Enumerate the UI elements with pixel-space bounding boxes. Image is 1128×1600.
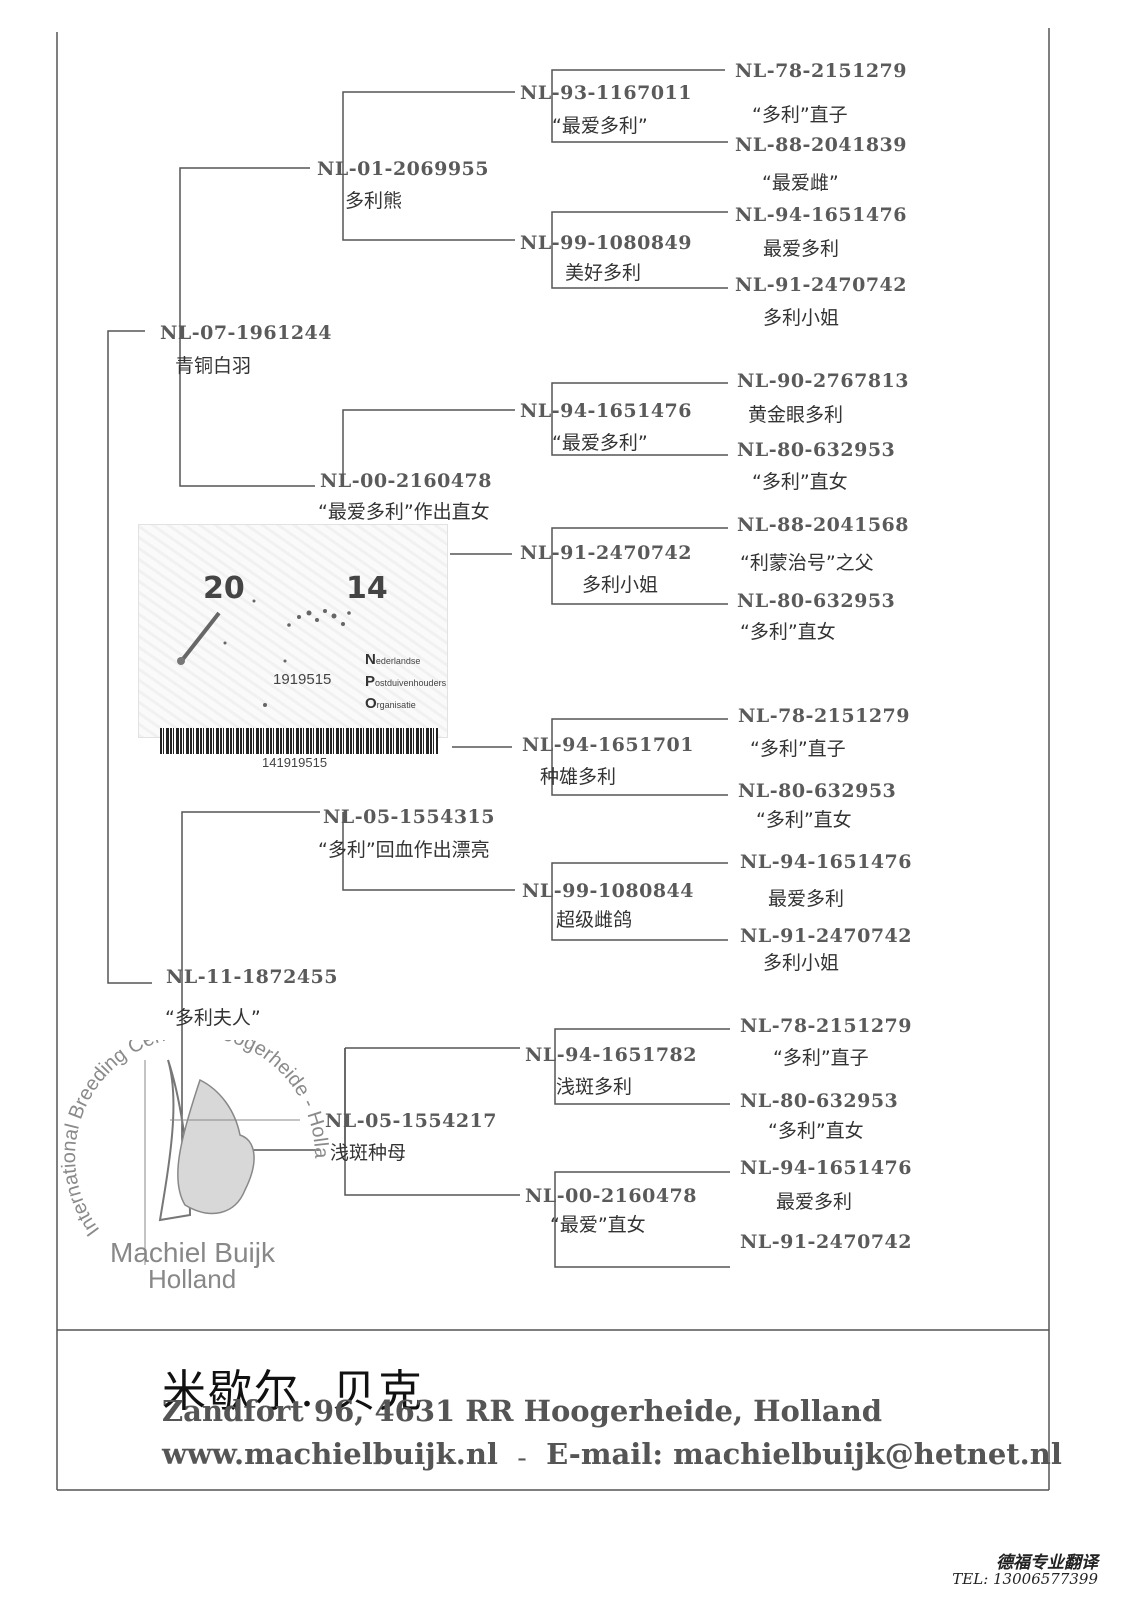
sire-ring: NL-01-2069955: [317, 158, 489, 180]
c1s-name: 种雄多利: [540, 766, 617, 788]
card-number: 1919515: [273, 671, 332, 688]
bird-ring: NL-07-1961244: [160, 322, 332, 344]
sire-name: 多利熊: [345, 190, 403, 212]
bird-name: 青铜白羽: [175, 355, 252, 377]
breeder-website[interactable]: www.machielbuijk.nl: [162, 1437, 498, 1471]
c2s-d-ring: NL-80-632953: [740, 1090, 899, 1112]
b2d-s-ring: NL-88-2041568: [737, 514, 909, 536]
sd-d-name: 多利小姐: [763, 307, 840, 329]
c1-ring: NL-05-1554315: [323, 806, 495, 828]
c1s-d-ring: NL-80-632953: [738, 780, 897, 802]
sd-s-ring: NL-94-1651476: [735, 204, 907, 226]
c1s-s-ring: NL-78-2151279: [738, 705, 910, 727]
c2d-d-ring: NL-91-2470742: [740, 1231, 912, 1253]
c1s-d-name: “多利”直女: [756, 809, 852, 831]
ss-d-ring: NL-88-2041839: [735, 134, 907, 156]
b2-name: “最爱多利”作出直女: [318, 501, 490, 523]
sd-name: 美好多利: [565, 262, 642, 284]
b2d-d-name: “多利”直女: [740, 621, 836, 643]
breeder-email[interactable]: E-mail: machielbuijk@hetnet.nl: [546, 1437, 1062, 1471]
ss-ring: NL-93-1167011: [520, 82, 692, 104]
c1s-s-name: “多利”直子: [750, 738, 846, 760]
sd-d-ring: NL-91-2470742: [735, 274, 907, 296]
translator-tel: TEL: 13006577399: [952, 1570, 1098, 1588]
c1d-s-name: 最爱多利: [768, 888, 845, 910]
c1d-ring: NL-99-1080844: [522, 880, 694, 902]
c2s-name: 浅斑多利: [556, 1076, 633, 1098]
c2d-s-ring: NL-94-1651476: [740, 1157, 912, 1179]
breeder-address: Zandfort 96, 4631 RR Hoogerheide, Hollan…: [162, 1394, 883, 1428]
card-pigeon-graphic: [177, 599, 351, 707]
c2d-s-name: 最爱多利: [776, 1191, 853, 1213]
c2s-s-ring: NL-78-2151279: [740, 1015, 912, 1037]
c1s-ring: NL-94-1651701: [522, 734, 694, 756]
svg-text:Machiel Buijk: Machiel Buijk: [110, 1237, 276, 1268]
b2s-name: “最爱多利”: [552, 432, 648, 454]
c1d-name: 超级雌鸽: [556, 909, 633, 931]
breeder-name: 米歇尔. 贝克: [162, 1366, 424, 1417]
c1-name: “多利”回血作出漂亮: [318, 839, 490, 861]
svg-text:Holland: Holland: [148, 1264, 236, 1294]
c2d-ring: NL-00-2160478: [525, 1185, 697, 1207]
b2d-ring: NL-91-2470742: [520, 542, 692, 564]
c1d-d-name: 多利小姐: [763, 952, 840, 974]
c1d-s-ring: NL-94-1651476: [740, 851, 912, 873]
b2d-s-name: “利蒙治号”之父: [740, 552, 874, 574]
card-org-line-2: Postduivenhouders: [365, 673, 447, 690]
b2s-ring: NL-94-1651476: [520, 400, 692, 422]
card-year-left: 20: [203, 571, 245, 606]
ss-d-name: “最爱雌”: [762, 172, 839, 194]
card-year-right: 14: [346, 571, 388, 606]
b2-ring: NL-00-2160478: [320, 470, 492, 492]
c1d-d-ring: NL-91-2470742: [740, 925, 912, 947]
dam-ring: NL-11-1872455: [166, 966, 338, 988]
b2d-name: 多利小姐: [582, 574, 659, 596]
c2s-d-name: “多利”直女: [768, 1120, 864, 1142]
b2d-d-ring: NL-80-632953: [737, 590, 896, 612]
barcode-number: 141919515: [262, 755, 328, 770]
c2-name: 浅斑种母: [330, 1142, 407, 1164]
breeding-center-stamp: International Breeding Center - Hoogerhe…: [60, 1040, 332, 1294]
sd-s-name: 最爱多利: [763, 238, 840, 260]
translator-name: 德福专业翻译: [996, 1553, 1098, 1573]
dam-name: “多利夫人”: [165, 1007, 261, 1029]
c2s-ring: NL-94-1651782: [525, 1044, 697, 1066]
c2s-s-name: “多利”直子: [773, 1047, 869, 1069]
breeder-contact: www.machielbuijk.nl – E-mail: machielbui…: [162, 1437, 1062, 1471]
b2s-d-ring: NL-80-632953: [737, 439, 896, 461]
ring-card: 20 14 1919515 Nederlandse Postduivenhoud…: [138, 524, 448, 738]
card-org-line-3: Organisatie: [365, 695, 416, 712]
contact-separator: –: [517, 1448, 527, 1469]
sd-ring: NL-99-1080849: [520, 232, 692, 254]
b2s-s-ring: NL-90-2767813: [737, 370, 909, 392]
c2-ring: NL-05-1554217: [325, 1110, 497, 1132]
card-org-line-1: Nederlandse: [365, 651, 421, 668]
c2d-name: “最爱”直女: [550, 1214, 646, 1236]
b2s-s-name: 黄金眼多利: [748, 404, 844, 426]
b2s-d-name: “多利”直女: [752, 471, 848, 493]
ss-s-name: “多利”直子: [752, 104, 848, 126]
barcode: [160, 728, 438, 754]
ss-s-ring: NL-78-2151279: [735, 60, 907, 82]
ss-name: “最爱多利”: [552, 115, 648, 137]
